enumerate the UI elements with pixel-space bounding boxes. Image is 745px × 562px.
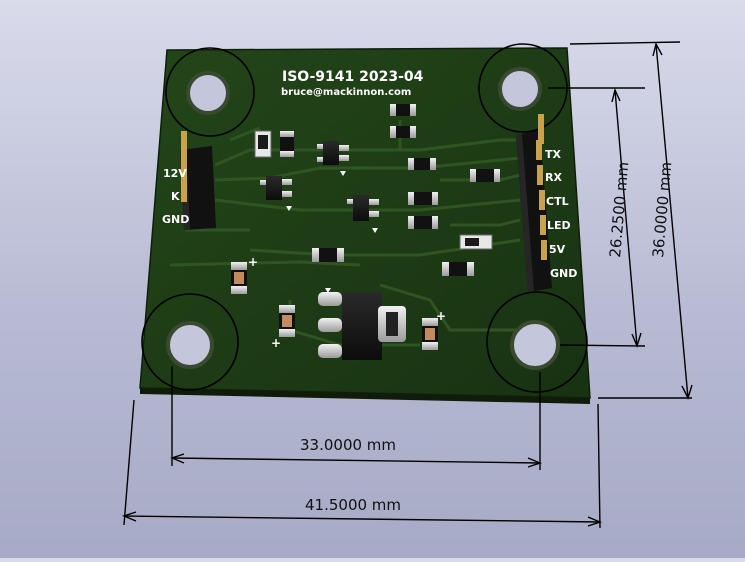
- dimension-outer-width-label: 41.5000 mm: [305, 496, 401, 514]
- cap-plus-1: +: [248, 255, 258, 269]
- mounting-hole-bottom-right: [486, 291, 588, 393]
- right-header-label-5v: 5V: [549, 243, 566, 256]
- mounting-hole-bottom-left: [141, 293, 239, 391]
- left-header-label-k: K: [171, 190, 180, 203]
- voltage-regulator: [318, 292, 406, 360]
- cap-plus-2: +: [271, 336, 281, 350]
- left-header-label-gnd: GND: [162, 213, 189, 226]
- right-pin-header: [516, 114, 552, 292]
- cap-plus-3: +: [436, 309, 446, 323]
- mounting-hole-top-left: [165, 47, 255, 137]
- left-pin-header: [180, 131, 216, 230]
- polarized-capacitors: [231, 262, 438, 350]
- left-header-label-12v: 12V: [163, 167, 187, 180]
- board-title: ISO-9141 2023-04: [282, 69, 424, 85]
- sot23-transistors: [260, 141, 379, 221]
- pcb-board: [139, 47, 591, 399]
- right-header-label-ctl: CTL: [546, 195, 569, 208]
- smd-components: [254, 104, 500, 276]
- mounting-hole-top-right: [478, 43, 568, 133]
- pcb-board-edge: [140, 388, 590, 404]
- pin1-markers: [286, 171, 378, 293]
- dimension-inner-width-label: 33.0000 mm: [300, 436, 396, 454]
- right-header-label-tx: TX: [545, 148, 562, 161]
- dimension-lines: [122, 41, 693, 529]
- right-header-label-rx: RX: [545, 171, 562, 184]
- right-header-label-gnd: GND: [550, 267, 577, 280]
- right-header-label-led: LED: [547, 219, 571, 232]
- board-email: bruce@mackinnon.com: [281, 87, 411, 98]
